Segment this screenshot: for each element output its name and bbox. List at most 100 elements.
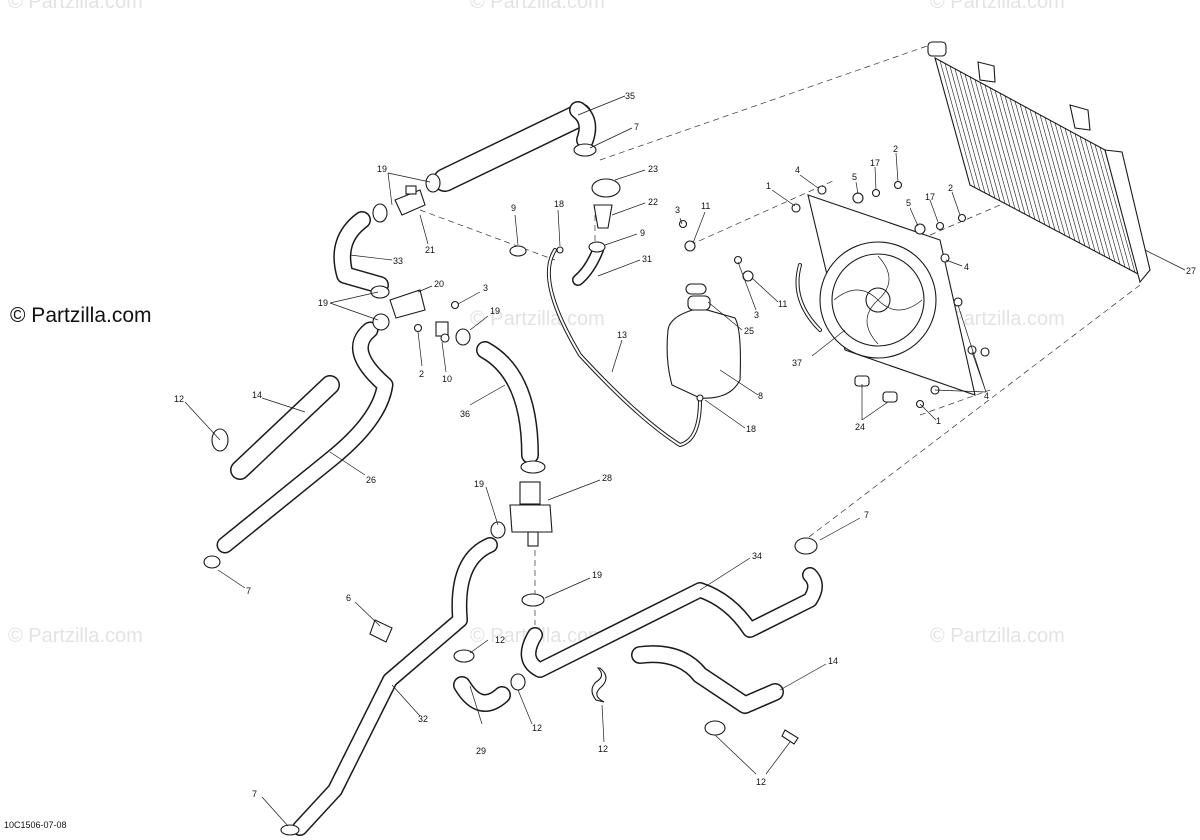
radiator-bracket xyxy=(1069,104,1091,131)
radiator-fin xyxy=(984,84,1021,212)
radiator-fin xyxy=(1029,109,1066,236)
assembly-line xyxy=(689,179,836,246)
radiator-fin xyxy=(1004,95,1041,223)
hoses xyxy=(216,101,823,836)
callout-label: 24 xyxy=(855,422,865,432)
callout-label: 8 xyxy=(758,391,763,401)
callout-label: 31 xyxy=(642,254,652,264)
filler-neck xyxy=(593,204,613,229)
callout-label: 21 xyxy=(425,245,435,255)
callout-label: 27 xyxy=(1186,266,1196,276)
callout-label: 26 xyxy=(366,475,376,485)
assembly-line xyxy=(804,284,1141,541)
watermark: © Partzilla.com xyxy=(8,0,143,13)
radiator-fin xyxy=(1014,101,1051,228)
radiator-fin xyxy=(1049,120,1086,246)
thermostat-housing xyxy=(519,481,541,505)
callout-label: 28 xyxy=(602,473,612,483)
assembly-lines xyxy=(419,44,1141,625)
callout-label: 11 xyxy=(701,201,710,211)
callout-label: 10 xyxy=(442,374,452,384)
callout-label: 19 xyxy=(377,164,387,174)
callout-label: 6 xyxy=(346,593,351,603)
watermark: © Partzilla.com xyxy=(470,0,605,13)
callout-label: 12 xyxy=(598,744,608,754)
fan-mount xyxy=(882,391,898,403)
callout-label: 19 xyxy=(490,306,500,316)
tee-fitting-branch xyxy=(405,185,417,195)
callout-label: 1 xyxy=(766,181,771,191)
radiator-fin xyxy=(954,68,991,196)
callout-label: 13 xyxy=(617,330,627,340)
radiator-fins xyxy=(939,60,1136,273)
callout-label: 4 xyxy=(795,165,800,175)
radiator-fin xyxy=(1054,122,1091,249)
radiator-fin xyxy=(1064,128,1101,254)
radiator-fin xyxy=(989,87,1026,215)
callout-label: 17 xyxy=(925,192,935,202)
radiator-fin xyxy=(1024,106,1061,233)
radiator-cap xyxy=(591,178,621,198)
callout-label: 14 xyxy=(252,390,262,400)
callout-label: 9 xyxy=(640,228,645,238)
callout-label: 36 xyxy=(460,409,470,419)
callout-label: 11 xyxy=(778,299,787,309)
radiator-fin xyxy=(1079,136,1116,262)
callout-labels: 35 7 19 21 33 20 19 3 19 2 10 36 12 14 2… xyxy=(174,91,1196,799)
coolant-reservoir xyxy=(666,307,741,399)
radiator-fin xyxy=(969,76,1006,204)
watermark: © Partzilla.com xyxy=(930,308,1065,330)
leader-lines xyxy=(184,95,1186,827)
radiator-fin xyxy=(944,63,981,191)
radiator-fin xyxy=(1094,144,1131,270)
radiator-fin xyxy=(1089,141,1126,268)
radiator-fin xyxy=(1009,98,1046,225)
radiator-fin xyxy=(1099,147,1136,273)
radiator-fin xyxy=(939,60,976,188)
reservoir-cap-top xyxy=(685,283,707,295)
callout-label: 23 xyxy=(648,164,658,174)
assembly-line xyxy=(599,44,931,161)
callout-label: 33 xyxy=(393,256,403,266)
callout-label: 12 xyxy=(756,777,766,787)
callout-label: 12 xyxy=(495,635,505,645)
radiator-fin xyxy=(1069,130,1106,257)
callout-label: 17 xyxy=(870,158,880,168)
radiator-fin xyxy=(974,79,1011,207)
radiator-fin xyxy=(1019,103,1056,231)
radiator-fin xyxy=(999,93,1036,220)
radiator-fin xyxy=(949,66,986,194)
radiator xyxy=(927,41,1151,284)
radiator-fin xyxy=(1039,114,1076,241)
callout-label: 19 xyxy=(318,298,328,308)
watermark: © Partzilla.com xyxy=(930,0,1065,13)
callout-label: 1 xyxy=(936,416,941,426)
callout-label: 12 xyxy=(174,394,184,404)
tee-fitting xyxy=(389,289,426,319)
callout-label: 7 xyxy=(634,122,639,132)
radiator-fin xyxy=(1044,117,1081,244)
callout-label: 7 xyxy=(864,510,869,520)
radiator-fin xyxy=(1084,139,1121,265)
callout-label: 34 xyxy=(752,551,762,561)
radiator-fin xyxy=(959,71,996,199)
callout-label: 7 xyxy=(246,586,251,596)
assembly-line xyxy=(919,389,991,416)
callout-label: 14 xyxy=(828,656,838,666)
radiator-fin xyxy=(1034,112,1071,239)
fan-assembly xyxy=(795,194,976,403)
callout-label: 22 xyxy=(648,197,658,207)
assembly-line xyxy=(419,209,556,261)
callout-label: 12 xyxy=(532,723,542,733)
watermark: © Partzilla.com xyxy=(470,308,605,330)
callout-label: 32 xyxy=(418,714,428,724)
radiator-fin xyxy=(994,90,1031,217)
callout-label: 3 xyxy=(483,283,488,293)
callout-label: 18 xyxy=(746,424,756,434)
callout-label: 19 xyxy=(592,570,602,580)
callout-label: 2 xyxy=(948,183,953,193)
callout-label: 25 xyxy=(744,326,754,336)
callout-label: 3 xyxy=(754,310,759,320)
callout-label: 29 xyxy=(476,746,486,756)
radiator-fin xyxy=(964,74,1001,201)
